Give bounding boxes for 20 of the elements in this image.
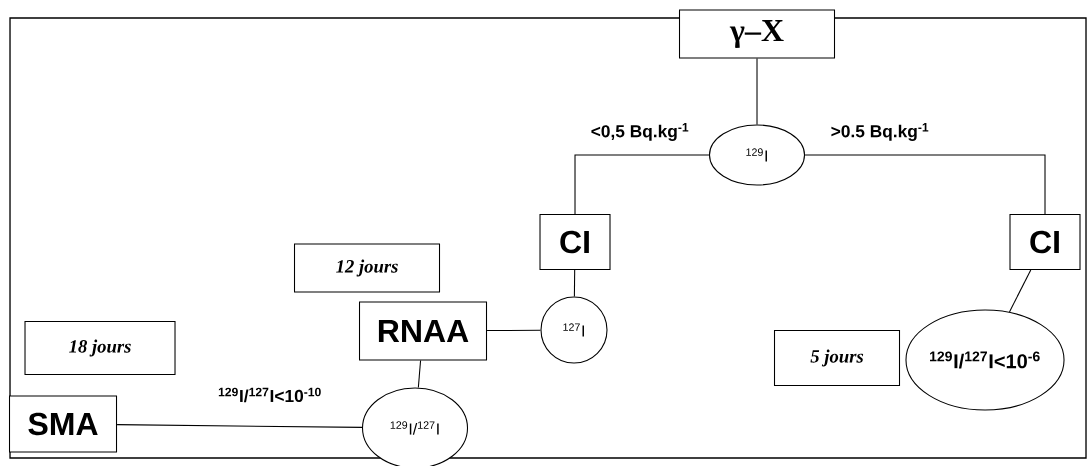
- edge-label: <0,5 Bq.kg$^{-1}$: [589, 121, 691, 143]
- connector-line: [486, 329, 541, 332]
- process-box: RNAA: [358, 301, 488, 361]
- connector-line: [574, 154, 710, 215]
- connector-line: [1008, 269, 1032, 313]
- connector-line: [417, 360, 422, 389]
- duration-box: 18 jours: [24, 320, 176, 376]
- connector-line: [116, 424, 363, 428]
- connector-line: [573, 269, 576, 297]
- connector-line: [756, 58, 758, 125]
- edge-label: $^{129}$I/$^{127}$I<10$^{-10}$: [216, 386, 324, 404]
- duration-box: 12 jours: [293, 243, 441, 293]
- process-box: γ–X: [678, 9, 836, 59]
- connector-line: [804, 154, 1046, 215]
- node-label: $^{129}$I/$^{127}$I: [390, 421, 439, 435]
- process-box: CI: [1009, 213, 1081, 271]
- process-box: SMA: [8, 395, 118, 453]
- edge-label: >0.5 Bq.kg$^{-1}$: [829, 121, 931, 143]
- duration-box: 5 jours: [773, 329, 901, 387]
- process-box: CI: [539, 213, 611, 271]
